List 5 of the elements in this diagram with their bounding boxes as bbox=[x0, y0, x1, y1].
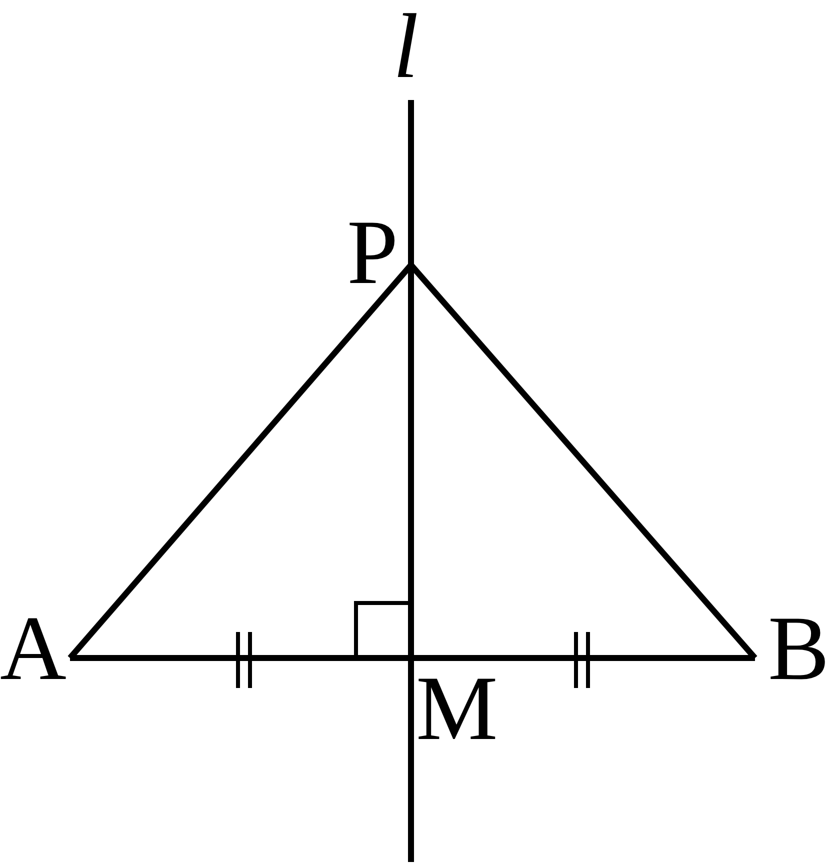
line-label: l bbox=[393, 0, 419, 92]
point-label: M bbox=[416, 662, 498, 754]
point-label: B bbox=[768, 602, 830, 694]
point-label: P bbox=[347, 206, 398, 298]
point-label: A bbox=[0, 602, 66, 694]
